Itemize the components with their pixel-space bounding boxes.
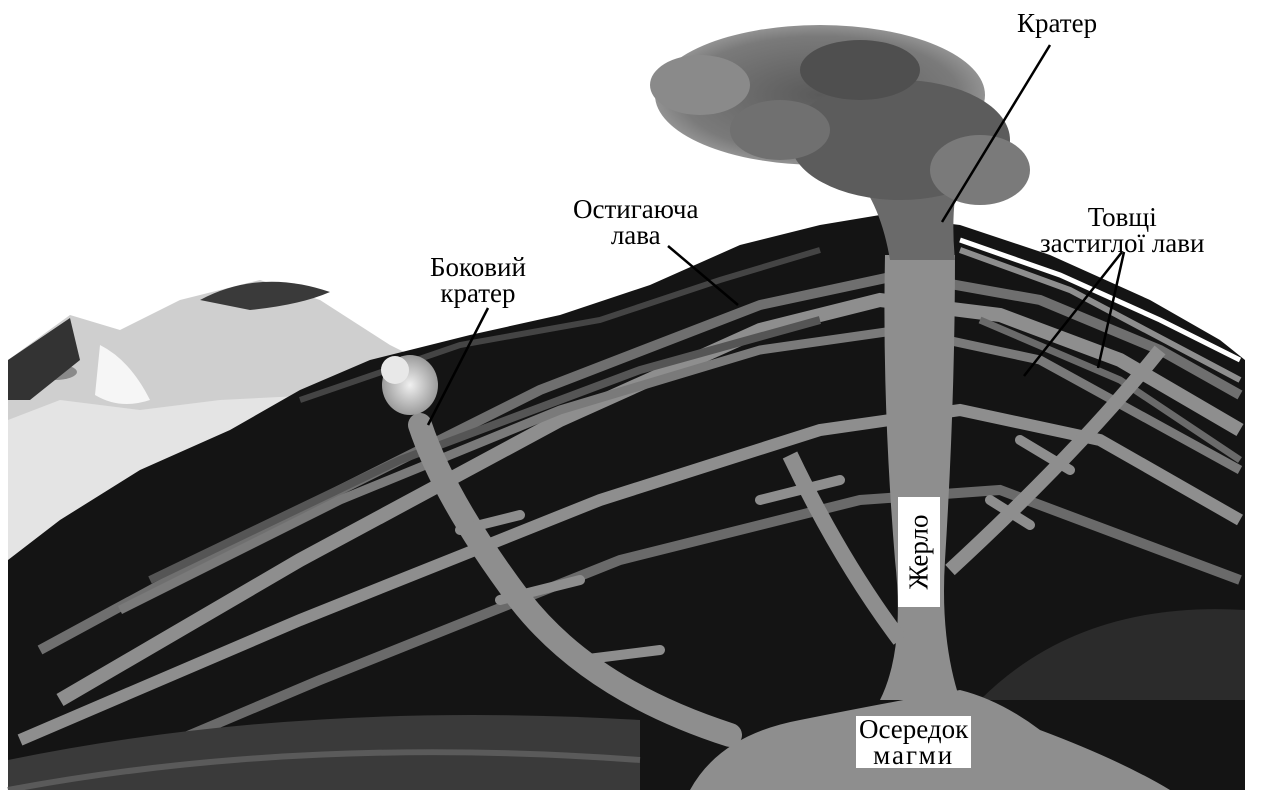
lava-layers-label: Товщі застиглої лави xyxy=(1040,204,1204,256)
crater-label: Кратер xyxy=(1017,10,1097,36)
magma-chamber-label-line2: магми xyxy=(859,742,968,768)
lava-layers-label-line1: Товщі xyxy=(1040,204,1204,230)
side-crater-label-line1: Боковий xyxy=(430,254,526,280)
vent-label-text: Жерло xyxy=(904,515,935,590)
cooling-lava-label-line1: Остигаюча xyxy=(573,196,699,222)
side-crater-label-line2: кратер xyxy=(430,280,526,306)
lava-layers-label-line2: застиглої лави xyxy=(1040,230,1204,256)
magma-chamber-label: Осередок магми xyxy=(856,716,971,768)
cooling-lava-label: Остигаюча лава xyxy=(573,196,699,248)
cooling-lava-label-line2: лава xyxy=(573,222,699,248)
magma-chamber-label-line1: Осередок xyxy=(859,716,968,742)
vent-label: Жерло xyxy=(898,497,940,607)
side-crater-label: Боковий кратер xyxy=(430,254,526,306)
